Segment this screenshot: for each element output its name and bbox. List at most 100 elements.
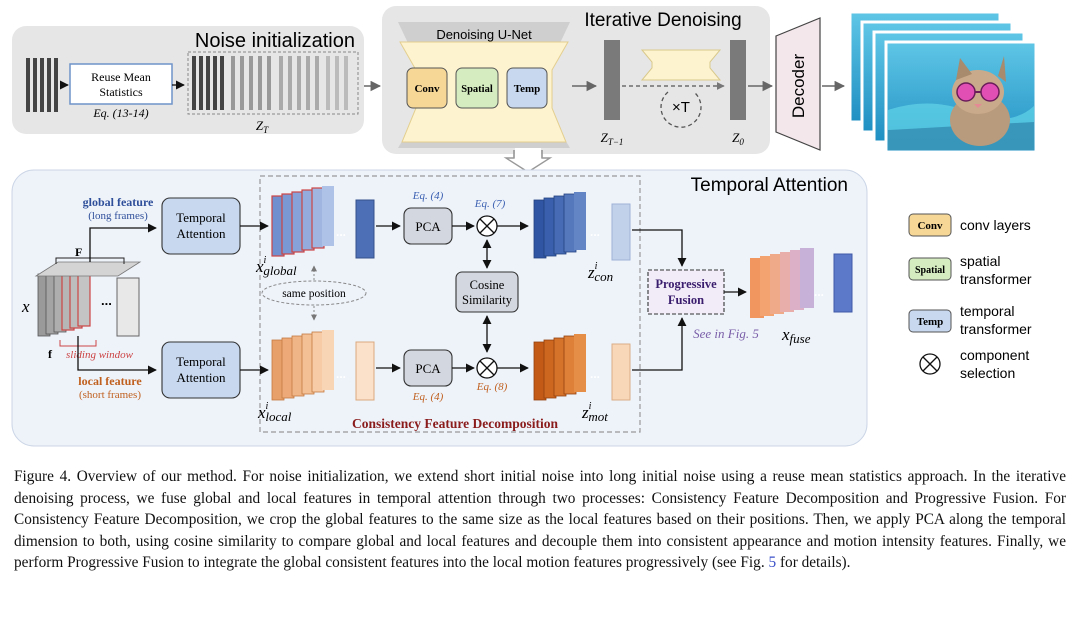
progressive-fusion-box [647,269,725,315]
cfd-frame [259,175,641,433]
global-feature-label: global feature [83,195,154,209]
caption-tail: for details). [776,554,851,571]
short-frames-label: (short frames) [79,389,141,401]
legend-conv: Conv conv layers [908,213,1031,237]
ta-title: Temporal Attention [691,175,848,196]
caption-text: Figure 4. Overview of our method. For no… [14,468,1066,571]
eq7: Eq. (7) [474,198,506,210]
decoder-label: Decoder [789,54,808,119]
input-dots: ... [101,293,112,308]
sliding-window-label: sliding window [66,349,134,361]
component-selection-global [476,215,498,237]
iterative-title: Iterative Denoising [584,10,741,31]
input-x-stack: ... F f sliding window [34,245,142,361]
legend-conv-tag: Conv [917,220,943,232]
pca-global-label: PCA [415,219,441,234]
zt1-label: ZT−1 [601,130,624,147]
component-selection-local [476,357,498,379]
otimes-icon [919,353,941,375]
noise-init-panel: Noise initialization Reuse Mean Statisti… [12,26,364,135]
same-position-label: same position [282,288,346,300]
x-label: x [21,297,30,316]
temporal-attention-panel: Temporal Attention Consistency Feature D… [11,169,868,447]
legend-temp: Temp temporal transformer [908,303,1032,337]
z-con-dots: ... [590,225,600,239]
decoder: Decoder [775,17,821,151]
long-noise-bars [187,51,359,115]
x-local-stack: ... [271,330,375,401]
pca-local-label: PCA [415,361,441,376]
legend-spatial: Spatial spatial transformer [908,253,1032,287]
local-ta-line1: Temporal [176,354,226,369]
zt1-bar [604,40,620,120]
zt-label: ZT [256,118,269,135]
arrow-zcon-to-fusion [632,229,687,267]
cosine-line2: Similarity [462,293,513,307]
legend-spatial-label-2: transformer [960,271,1032,287]
legend-conv-label: conv layers [960,217,1031,233]
local-feature-label: local feature [78,374,142,388]
fig5-link[interactable]: 5 [768,554,777,571]
cat-illustration [950,56,1010,146]
x-fuse-stack: ... [750,248,853,318]
reuse-mean-line2: Statistics [99,85,143,99]
arrow-zmot-to-fusion [632,317,687,371]
legend-temp-label-1: temporal [960,303,1014,319]
arrow-to-global-ta [89,223,157,262]
same-position-ellipse [261,280,367,306]
reuse-mean-line1: Reuse Mean [91,70,151,84]
method-overview-figure: Noise initialization Reuse Mean Statisti… [11,6,1038,447]
eq8: Eq. (8) [476,381,508,393]
noise-init-title: Noise initialization [195,30,355,52]
x-fuse-label: xfuse [781,325,811,346]
cosine-line1: Cosine [470,278,505,292]
legend-temp-label-2: transformer [960,321,1032,337]
z-con-stack: ... [533,192,631,261]
legend-spatial-label-1: spatial [960,253,1000,269]
eq4-local: Eq. (4) [412,391,444,403]
z-mot-stack: ... [533,334,631,401]
x-global-stack: ... [271,186,375,259]
legend-selection-label-2: selection [960,365,1015,381]
iterative-denoising-panel: Iterative Denoising Denoising U-Net Conv… [382,6,770,154]
temp-block [506,67,548,109]
conv-block [406,67,448,109]
legend-temp-tag: Temp [917,316,944,328]
cfd-title: Consistency Feature Decomposition [352,416,558,431]
F-label: F [75,245,82,259]
conv-label: Conv [414,83,440,95]
x-global-dots: ... [336,225,346,239]
z0-label: Z0 [732,130,744,147]
global-ta-line2: Attention [176,226,226,241]
temp-label: Temp [514,83,541,95]
z0-bar [730,40,746,120]
fusion-line2: Fusion [668,293,704,307]
cosine-similarity-box [455,271,519,313]
local-ta-line2: Attention [176,370,226,385]
legend: Conv conv layers Spatial spatial transfo… [908,213,1032,381]
x-fuse-dots: ... [814,285,824,299]
spatial-block [455,67,499,109]
arrow-to-local-ta [77,336,157,375]
legend-spatial-tag: Spatial [915,265,945,276]
loop-times-T: ×T [672,99,690,116]
short-noise-bars [26,58,58,112]
reuse-mean-box [69,63,173,105]
f-label: f [48,347,53,361]
mini-unet [640,49,722,81]
legend-component-selection: component selection [919,347,1029,381]
unet-title: Denoising U-Net [436,27,532,42]
eq-13-14: Eq. (13-14) [92,106,148,120]
x-local-dots: ... [336,367,346,381]
eq4-global: Eq. (4) [412,190,444,202]
output-video-frames [848,10,1038,154]
spatial-label: Spatial [461,84,493,95]
fusion-line1: Progressive [655,277,717,291]
legend-selection-label-1: component [960,347,1029,363]
figure-caption: Figure 4. Overview of our method. For no… [14,466,1066,574]
long-frames-label: (long frames) [88,210,148,222]
